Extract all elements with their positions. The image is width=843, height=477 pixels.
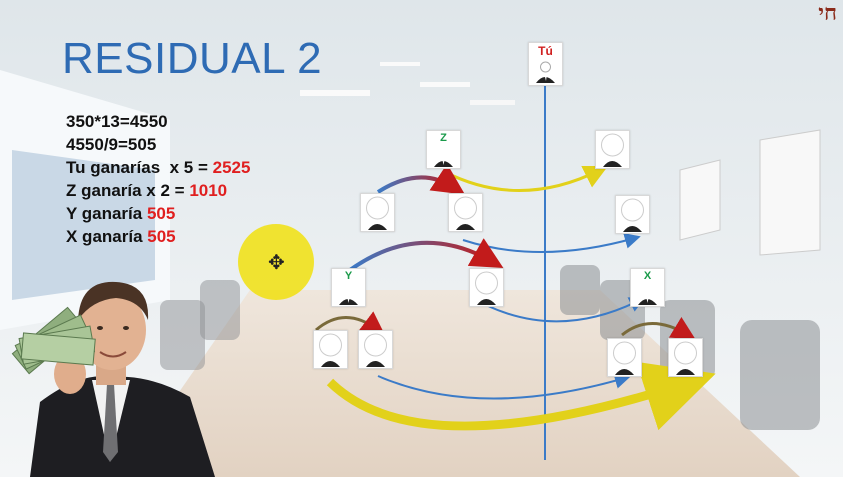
person-icon — [613, 341, 636, 375]
node-right-1 — [595, 130, 630, 169]
calculation-list: 350*13=4550 4550/9=505 Tu ganarías x 5 =… — [66, 110, 250, 248]
calc-line-tu: Tu ganarías x 5 = 2525 — [66, 158, 251, 177]
node-bottom-right-1 — [607, 338, 642, 377]
person-icon — [638, 296, 657, 305]
person-icon — [366, 196, 389, 230]
slide-title: RESIDUAL 2 — [62, 34, 323, 83]
node-x: X — [630, 268, 665, 307]
calc-line-z: Z ganaría x 2 = 1010 — [66, 181, 228, 200]
node-bottom-right-2 — [668, 338, 703, 377]
node-y-child-right — [469, 268, 504, 307]
node-z-label: Z — [440, 132, 447, 144]
y-earnings-value: 505 — [146, 204, 176, 223]
corner-logo-mark: חי — [818, 0, 837, 26]
move-cursor-icon: ✥ — [268, 252, 285, 274]
node-bottom-left-1 — [313, 330, 348, 369]
z-earnings-value: 1010 — [189, 181, 228, 200]
calc-line-1: 350*13=4550 — [66, 112, 168, 131]
person-icon — [339, 296, 358, 305]
node-y-label: Y — [344, 270, 353, 282]
node-right-2 — [615, 195, 650, 234]
pointer-highlight — [238, 224, 314, 300]
calc-line-y: Y ganaría 505 — [66, 204, 176, 223]
calc-line-2: 4550/9=505 — [66, 135, 157, 154]
person-icon — [319, 333, 342, 367]
node-z: Z — [426, 130, 461, 169]
person-icon — [475, 271, 498, 305]
person-icon — [674, 341, 697, 375]
calc-line-x: X ganaría 505 — [66, 227, 176, 246]
node-bottom-left-2 — [358, 330, 393, 369]
tu-earnings-value: 2525 — [212, 158, 251, 177]
x-earnings-value: 505 — [147, 227, 176, 246]
node-z-child-right — [448, 193, 483, 232]
person-icon — [454, 196, 477, 230]
node-y: Y — [331, 268, 366, 307]
node-z-child-left — [360, 193, 395, 232]
person-icon — [434, 158, 453, 167]
person-icon — [364, 333, 387, 367]
person-icon — [621, 198, 644, 232]
node-tu: Tú — [528, 42, 563, 86]
businessman-with-money-image — [11, 281, 215, 477]
person-icon — [536, 61, 555, 83]
person-icon — [601, 133, 624, 167]
node-tu-label: Tú — [538, 44, 553, 58]
node-x-label: X — [643, 270, 652, 282]
